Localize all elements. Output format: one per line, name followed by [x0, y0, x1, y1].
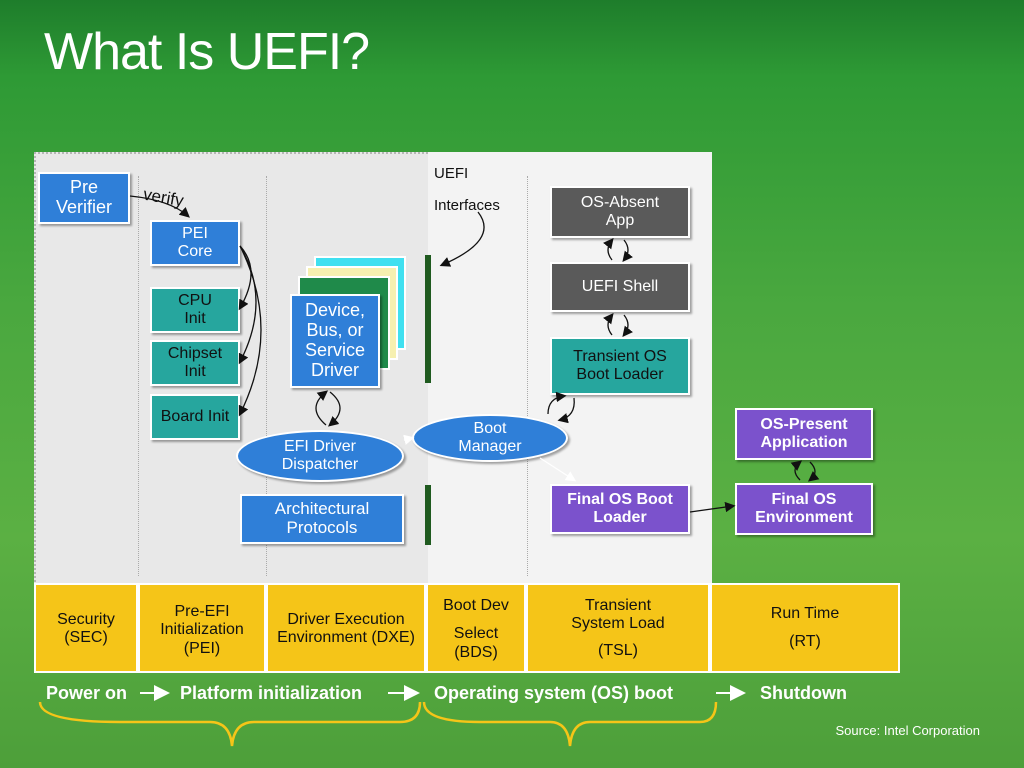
- os-absent-app-box: OS-Absent App: [550, 186, 690, 238]
- os-boot-brace: [422, 701, 718, 747]
- shell-app-cycle: [603, 237, 614, 261]
- os-present-cycle: [807, 461, 820, 482]
- phase-pei: Pre-EFI Initialization (PEI): [138, 583, 266, 673]
- loader-shell-cycle: [622, 314, 633, 338]
- phase-sec: Security (SEC): [34, 583, 138, 673]
- transient-os-boot-loader-box: Transient OS Boot Loader: [550, 337, 690, 395]
- phase-tsl-abbrev: (TSL): [598, 641, 638, 659]
- flow-shutdown: Shutdown: [760, 683, 847, 703]
- phase-row: Security (SEC) Pre-EFI Initialization (P…: [34, 583, 900, 673]
- efi-driver-dispatcher-ellipse: EFI Driver Dispatcher: [236, 430, 404, 482]
- phase-rt: Run Time (RT): [710, 583, 900, 673]
- phase-dxe: Driver Execution Environment (DXE): [266, 583, 426, 673]
- interfaces-arrow: [439, 211, 485, 267]
- architectural-protocols-box: Architectural Protocols: [240, 494, 404, 544]
- column-divider: [527, 176, 528, 576]
- final-os-environment-box: Final OS Environment: [735, 483, 873, 535]
- interfaces-label: Interfaces: [434, 197, 500, 214]
- uefi-interface-bar: [425, 485, 431, 545]
- flow-os-boot: Operating system (OS) boot: [434, 683, 674, 703]
- flow-platform-initialization: Platform initialization: [180, 683, 363, 703]
- phase-rt-title: Run Time: [770, 605, 840, 622]
- pei-core-to-board-arrow: [238, 245, 262, 417]
- dispatcher-to-boot-manager-arrow: [403, 434, 415, 445]
- shell-app-cycle: [622, 239, 633, 263]
- loader-shell-cycle: [603, 312, 614, 336]
- column-divider: [138, 176, 139, 576]
- phase-tsl: Transient System Load (TSL): [526, 583, 710, 673]
- source-credit: Source: Intel Corporation: [835, 723, 980, 738]
- platform-init-brace: [38, 701, 422, 747]
- phase-rt-abbrev: (RT): [789, 633, 821, 651]
- final-os-boot-loader-box: Final OS Boot Loader: [550, 484, 690, 534]
- pei-core-box: PEI Core: [150, 220, 240, 266]
- flow-power-on: Power on: [46, 683, 128, 703]
- chipset-init-box: Chipset Init: [150, 340, 240, 386]
- column-divider: [266, 176, 267, 576]
- dispatcher-driver-cycle: [328, 391, 341, 427]
- dispatcher-driver-cycle: [315, 390, 329, 426]
- uefi-label: UEFI: [434, 165, 469, 182]
- verify-arrow: [129, 195, 190, 218]
- os-present-cycle: [790, 460, 803, 481]
- page-title: What Is UEFI?: [44, 23, 370, 81]
- boot-manager-ellipse: Boot Manager: [412, 414, 568, 462]
- phase-bds-title: Boot Dev: [443, 597, 509, 614]
- phase-bds: Boot Dev Select (BDS): [426, 583, 526, 673]
- phase-tsl-title: Transient System Load: [571, 597, 665, 633]
- board-init-box: Board Init: [150, 394, 240, 440]
- boot-manager-loader-cycle: [547, 391, 567, 415]
- boot-manager-loader-cycle: [557, 397, 575, 424]
- boot-manager-to-final-loader-arrow: [539, 457, 577, 482]
- final-loader-to-environment-arrow: [689, 501, 736, 513]
- pre-verifier-box: Pre Verifier: [38, 172, 130, 224]
- cpu-init-box: CPU Init: [150, 287, 240, 333]
- uefi-interface-bar: [425, 255, 431, 383]
- uefi-shell-box: UEFI Shell: [550, 262, 690, 312]
- phase-bds-abbrev: Select (BDS): [453, 625, 499, 661]
- os-present-application-box: OS-Present Application: [735, 408, 873, 460]
- device-bus-service-driver-box: Device, Bus, or Service Driver: [290, 294, 380, 388]
